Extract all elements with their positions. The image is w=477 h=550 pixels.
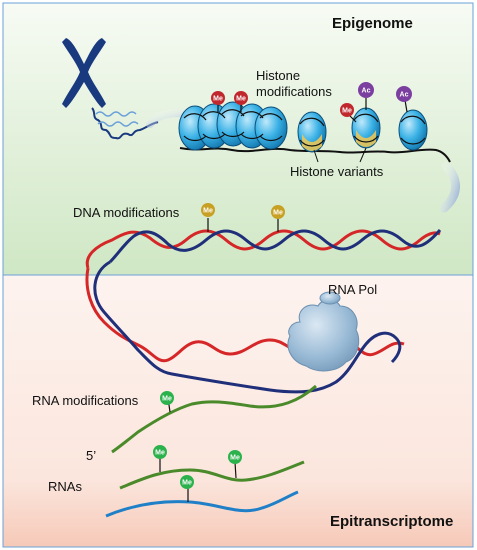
histone-variants-label: Histone variants (290, 164, 384, 179)
rna-me-mark: Me (180, 475, 194, 489)
svg-text:Me: Me (273, 210, 283, 217)
rna-modifications-label: RNA modifications (32, 393, 139, 408)
histone-me-mark: Me (340, 103, 354, 117)
epigenome-title: Epigenome (332, 15, 413, 32)
dna-me-mark: Me (201, 203, 215, 217)
svg-text:Me: Me (213, 96, 223, 103)
chromatin-linker-dna (179, 147, 451, 163)
rnas-label: RNAs (48, 479, 82, 494)
histone-me-mark: Me (211, 91, 225, 105)
svg-text:Ac: Ac (400, 92, 409, 99)
svg-text:Me: Me (230, 455, 240, 462)
rna-me-mark: Me (160, 391, 174, 405)
nascent-rna (111, 384, 317, 454)
chromosome-icon (62, 38, 106, 108)
epitranscriptome-panel (2, 274, 474, 548)
dna-loop-blue (93, 260, 402, 394)
svg-text:Me: Me (236, 96, 246, 103)
histone-modifications-label-2: modifications (256, 84, 332, 99)
rna-blue (105, 490, 299, 518)
svg-text:Ac: Ac (362, 88, 371, 95)
svg-text:Me: Me (182, 480, 192, 487)
coiled-dna (91, 107, 159, 140)
nucleosome-plain (398, 109, 428, 151)
histone-ac-mark: Ac (396, 86, 412, 102)
rna-pol-label: RNA Pol (328, 282, 377, 297)
dna-me-mark: Me (271, 205, 285, 219)
nucleosome-variant-1 (297, 111, 327, 153)
svg-text:Me: Me (342, 108, 352, 115)
dna-strand-blue (108, 229, 442, 264)
svg-text:Me: Me (203, 208, 213, 215)
histone-me-mark: Me (234, 91, 248, 105)
svg-text:Me: Me (155, 450, 165, 457)
dna-modifications-label: DNA modifications (73, 205, 180, 220)
histone-modifications-label-1: Histone (256, 68, 300, 83)
rna-polymerase-icon (287, 291, 360, 372)
five-prime-label: 5’ (86, 448, 96, 463)
rna-me-mark: Me (228, 450, 242, 464)
nucleosome-variant-2 (351, 107, 381, 149)
rna-green (119, 460, 305, 490)
epitranscriptome-title: Epitranscriptome (330, 513, 453, 530)
rna-me-mark: Me (153, 445, 167, 459)
histone-ac-mark: Ac (358, 82, 374, 98)
svg-text:Me: Me (162, 396, 172, 403)
nucleosome-cluster (178, 101, 288, 151)
